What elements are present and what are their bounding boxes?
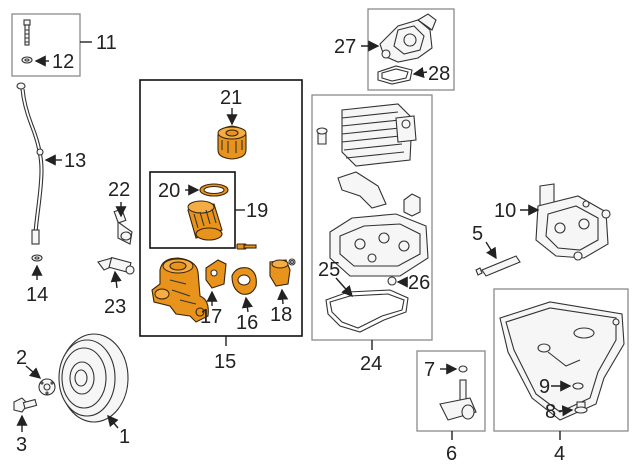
callout-14: 14: [26, 284, 48, 306]
callout-11: 11: [96, 32, 117, 54]
callout-20: 20: [158, 180, 180, 202]
gasket-part-28: [377, 65, 413, 85]
callout-27: 27: [334, 36, 356, 58]
callout-6: 6: [446, 443, 457, 465]
o-ring-part-26: [387, 276, 397, 286]
filter-cap-part-21: [217, 125, 247, 160]
pulley-part-1: [58, 333, 129, 423]
o-ring-part-7: [458, 365, 468, 373]
thermostat-part-18: [269, 258, 296, 287]
callout-28: 28: [428, 63, 450, 85]
callout-8: 8: [545, 401, 556, 423]
callout-12: 12: [52, 51, 74, 73]
sensor-part-23: [97, 256, 135, 275]
group-box-27: [367, 8, 455, 91]
callout-17: 17: [200, 306, 222, 328]
gasket-part-16: [231, 267, 257, 295]
gasket-part-25: [325, 289, 409, 333]
drain-plug-part-8: [574, 401, 588, 414]
sealant-tube-part-5: [481, 255, 521, 277]
filter-element-part-19: [187, 200, 223, 241]
group-box-11: [11, 13, 81, 77]
group-box-6: [416, 350, 486, 432]
callout-16: 16: [236, 312, 258, 334]
washer-part-2: [38, 378, 56, 396]
sensor-part-6: [439, 379, 477, 421]
bolt-near-housing: [236, 243, 257, 250]
leader-lines: [16, 40, 574, 440]
oil-pan-part-4: [499, 301, 625, 421]
callout-19: 19: [246, 200, 268, 222]
bolt-part-11: [23, 19, 31, 46]
washer-part-9: [572, 382, 584, 390]
washer-part-12: [21, 56, 33, 64]
callout-7: 7: [424, 359, 435, 381]
callout-18: 18: [270, 304, 292, 326]
callout-5: 5: [472, 223, 483, 245]
callout-15: 15: [214, 351, 236, 373]
callout-25: 25: [318, 259, 340, 281]
oil-filter-housing-part-15: [151, 257, 209, 323]
o-ring-part-14: [31, 254, 43, 262]
sensor-part-22: [113, 208, 133, 245]
bolt-part-3: [13, 397, 38, 413]
callout-26: 26: [408, 272, 430, 294]
bracket-part-10: [535, 183, 611, 261]
callout-24: 24: [360, 353, 382, 375]
callout-22: 22: [108, 179, 130, 201]
group-box-4: [493, 288, 629, 432]
dipstick-tube-part-13: [16, 82, 44, 245]
callout-9: 9: [539, 376, 550, 398]
bracket-part-27: [379, 13, 437, 63]
callout-23: 23: [104, 296, 126, 318]
callout-3: 3: [16, 434, 27, 456]
callout-4: 4: [554, 443, 565, 465]
callout-13: 13: [64, 150, 86, 172]
oil-housing-part-24: [329, 171, 429, 277]
callout-21: 21: [220, 87, 242, 109]
oil-cooler-part-24: [316, 103, 417, 167]
callout-2: 2: [16, 347, 27, 369]
callout-1: 1: [119, 426, 130, 448]
callout-10: 10: [494, 200, 516, 222]
group-box-15: [139, 79, 303, 337]
